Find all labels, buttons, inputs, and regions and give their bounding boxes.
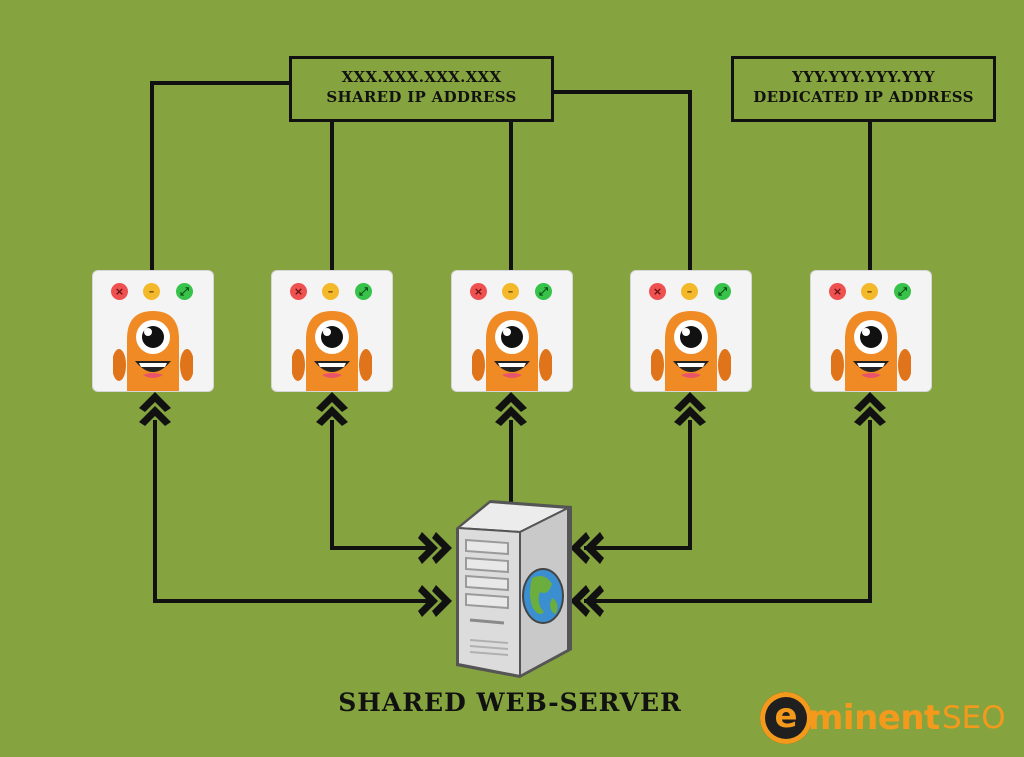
logo-mark-icon: e [760,692,812,744]
dedicated-ip-value: YYY.YYY.YYY.YYY [792,68,935,86]
minimize-button-icon: – [143,283,160,300]
close-button-icon: × [111,283,128,300]
monster-mascot-icon [112,309,194,391]
website-window-2: ×–⤢ [272,271,392,391]
maximize-button-icon: ⤢ [355,283,372,300]
eminent-seo-logo: e minent SEO [760,690,1018,748]
monster-mascot-icon [830,309,912,391]
link-site4-shared-ip [554,90,692,272]
maximize-button-icon: ⤢ [176,283,193,300]
shared-ip-label: SHARED IP ADDRESS [326,88,517,106]
server-caption: SHARED WEB-SERVER [338,688,682,717]
close-button-icon: × [649,283,666,300]
website-window-3: ×–⤢ [452,271,572,391]
minimize-button-icon: – [502,283,519,300]
monster-mascot-icon [291,309,373,391]
maximize-button-icon: ⤢ [535,283,552,300]
minimize-button-icon: – [861,283,878,300]
close-button-icon: × [829,283,846,300]
website-window-1: ×–⤢ [93,271,213,391]
monster-mascot-icon [471,309,553,391]
close-button-icon: × [290,283,307,300]
monster-mascot-icon [650,309,732,391]
shared-ip-address-box: XXX.XXX.XXX.XXX SHARED IP ADDRESS [289,56,554,122]
shared-ip-value: XXX.XXX.XXX.XXX [341,68,502,86]
server-connection-lines [153,420,872,603]
logo-suffix: SEO [942,700,1006,736]
minimize-button-icon: – [322,283,339,300]
link-site1-shared-ip [150,81,289,272]
dedicated-ip-label: DEDICATED IP ADDRESS [753,88,974,106]
website-window-4: ×–⤢ [631,271,751,391]
maximize-button-icon: ⤢ [714,283,731,300]
website-window-5: ×–⤢ [811,271,931,391]
ip-connection-lines [150,81,872,272]
close-button-icon: × [470,283,487,300]
maximize-button-icon: ⤢ [894,283,911,300]
logo-brand: minent [808,698,940,738]
server-icon [455,500,572,678]
dedicated-ip-address-box: YYY.YYY.YYY.YYY DEDICATED IP ADDRESS [731,56,996,122]
minimize-button-icon: – [681,283,698,300]
